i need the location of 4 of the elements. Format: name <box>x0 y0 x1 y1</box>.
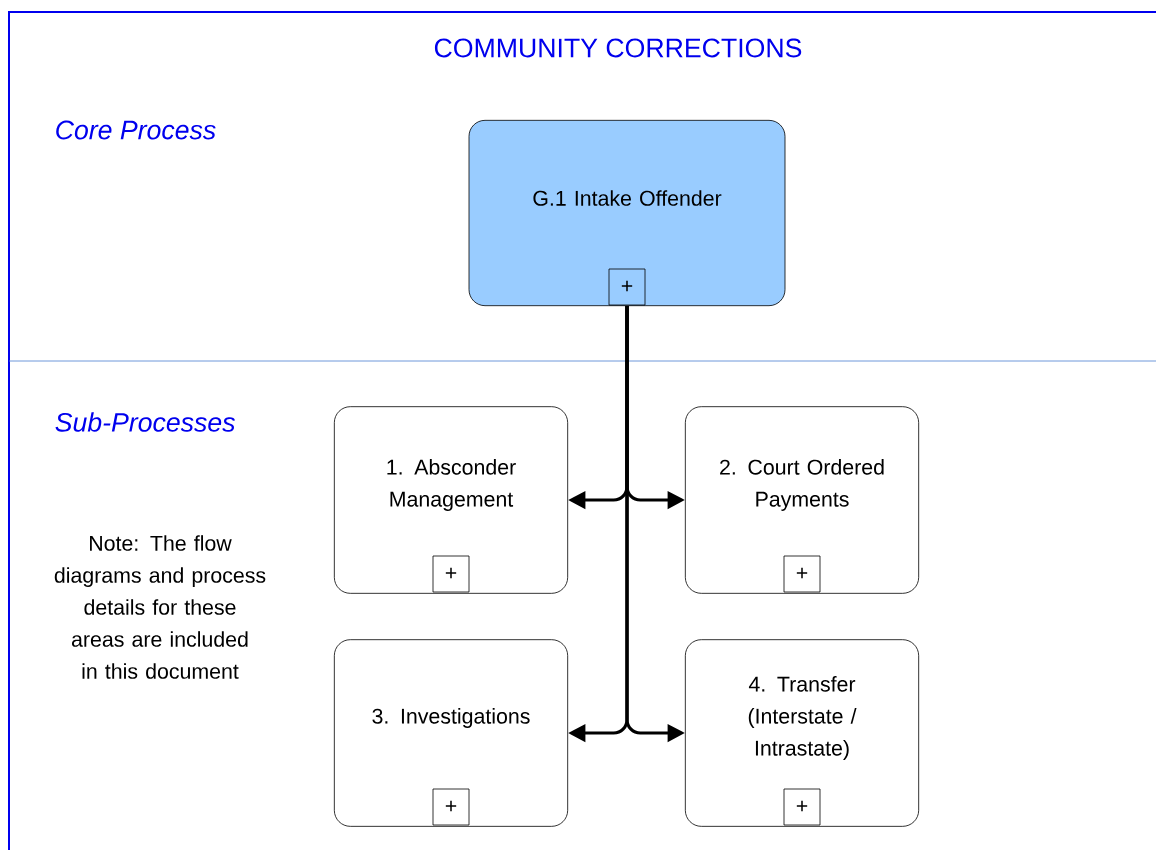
title: COMMUNITY CORRECTIONS <box>434 38 802 58</box>
note-text: Note: The flow diagrams and process details for these areas are included in this document <box>54 535 266 679</box>
section-label: Core Process <box>56 120 216 140</box>
section-label: Sub-Processes <box>55 412 235 432</box>
